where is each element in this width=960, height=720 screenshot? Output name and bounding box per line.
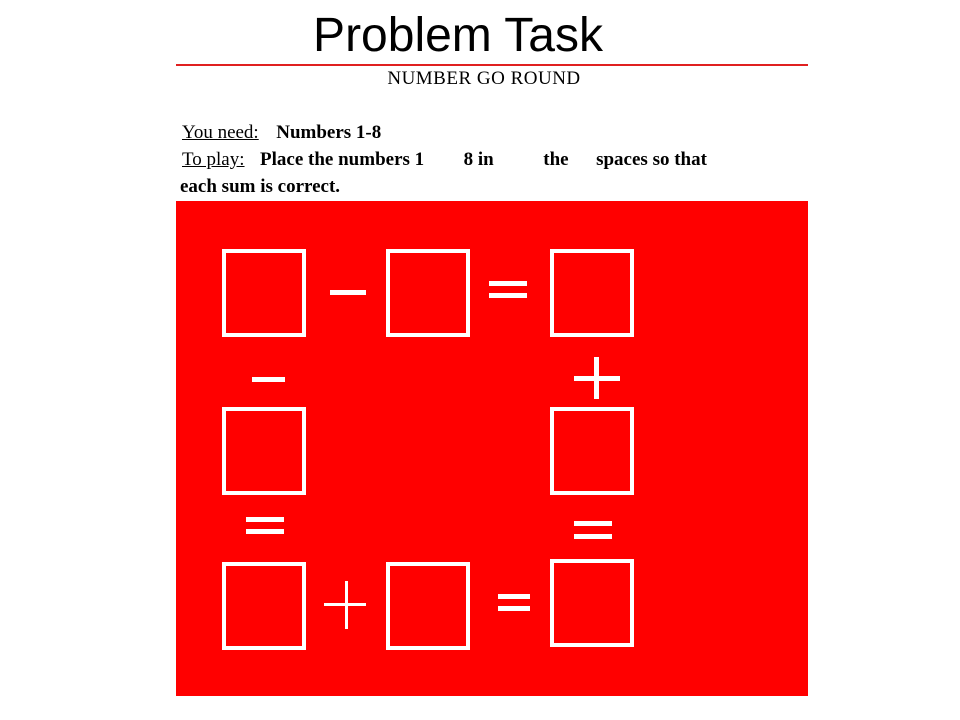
empty-box-bottom-middle	[386, 562, 470, 650]
equals-sign-left-a	[246, 517, 284, 522]
to-play-text-a: Place the numbers 1	[260, 149, 425, 170]
to-play-label: To play:	[182, 149, 245, 170]
equals-sign-top-a	[489, 281, 527, 286]
equals-sign-bottom-a	[498, 594, 530, 599]
empty-box-bottom-left	[222, 562, 306, 650]
equals-sign-right-a	[574, 521, 612, 526]
to-play-text-d: spaces so that	[596, 149, 707, 170]
empty-box-top-right	[550, 249, 634, 337]
to-play-text-b: 8 in	[463, 149, 494, 170]
plus-sign-vertical	[594, 357, 599, 399]
title-rule	[176, 64, 808, 66]
empty-box-bottom-right	[550, 559, 634, 647]
empty-box-top-left	[222, 249, 306, 337]
you-need-value: Numbers 1-8	[276, 122, 382, 143]
empty-box-middle-left	[222, 407, 306, 495]
minus-sign	[252, 377, 285, 382]
equals-sign-top-b	[489, 293, 527, 298]
worksheet-heading: NUMBER GO ROUND	[387, 68, 581, 89]
to-play-line: To play: Place the numbers 1 8 in the sp…	[182, 147, 707, 173]
empty-box-middle-right	[550, 407, 634, 495]
to-play-continuation: each sum is correct.	[180, 176, 341, 197]
to-play-text-c: the	[543, 149, 569, 170]
you-need-label: You need:	[182, 122, 259, 143]
equals-sign-bottom-b	[498, 606, 530, 611]
equals-sign-right-b	[574, 534, 612, 539]
empty-box-top-middle	[386, 249, 470, 337]
equals-sign-left-b	[246, 529, 284, 534]
you-need-line: You need: Numbers 1-8	[182, 120, 381, 146]
slide-title: Problem Task	[313, 9, 603, 62]
worksheet-image: NUMBER GO ROUND You need: Numbers 1-8 To…	[176, 66, 808, 696]
plus-sign-vertical	[345, 581, 348, 629]
game-board	[176, 201, 808, 696]
minus-sign	[330, 290, 366, 295]
